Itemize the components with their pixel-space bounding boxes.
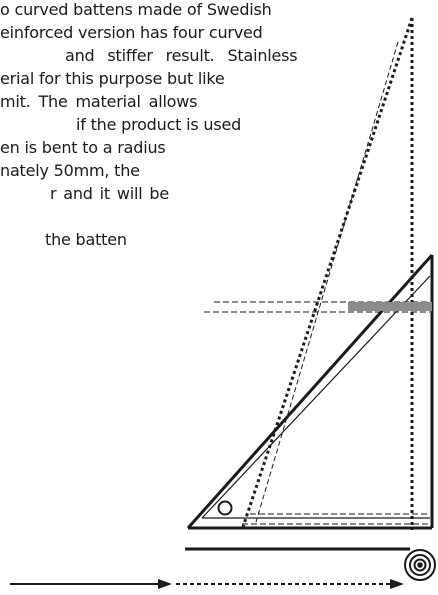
- text-line-9: r and it will be: [50, 184, 169, 203]
- foot-circle-icon: [217, 500, 233, 516]
- dashed-arrow-right-icon: [176, 579, 404, 589]
- text-line-3: and stiffer result. Stainless: [65, 46, 298, 65]
- inner-sail-dashed-outline: [255, 41, 399, 523]
- text-line-2: einforced version has four curved: [0, 23, 263, 42]
- batten-bar: [348, 302, 432, 311]
- text-line-4: erial for this purpose but like: [0, 69, 225, 88]
- text-line-11: the batten: [45, 230, 127, 249]
- dashed-guide-lines: [204, 301, 430, 525]
- outer-sail-outline: [240, 17, 414, 531]
- arrow-right-icon: [10, 579, 172, 589]
- text-line-1: o curved battens made of Swedish: [0, 0, 272, 19]
- text-line-6: if the product is used: [76, 115, 242, 134]
- text-line-8: nately 50mm, the: [0, 161, 140, 180]
- text-line-5: mit. The material allows: [0, 92, 198, 111]
- spiral-icon: [404, 549, 436, 581]
- solid-sail-triangle: [186, 254, 434, 530]
- text-line-7: en is bent to a radius: [0, 138, 166, 157]
